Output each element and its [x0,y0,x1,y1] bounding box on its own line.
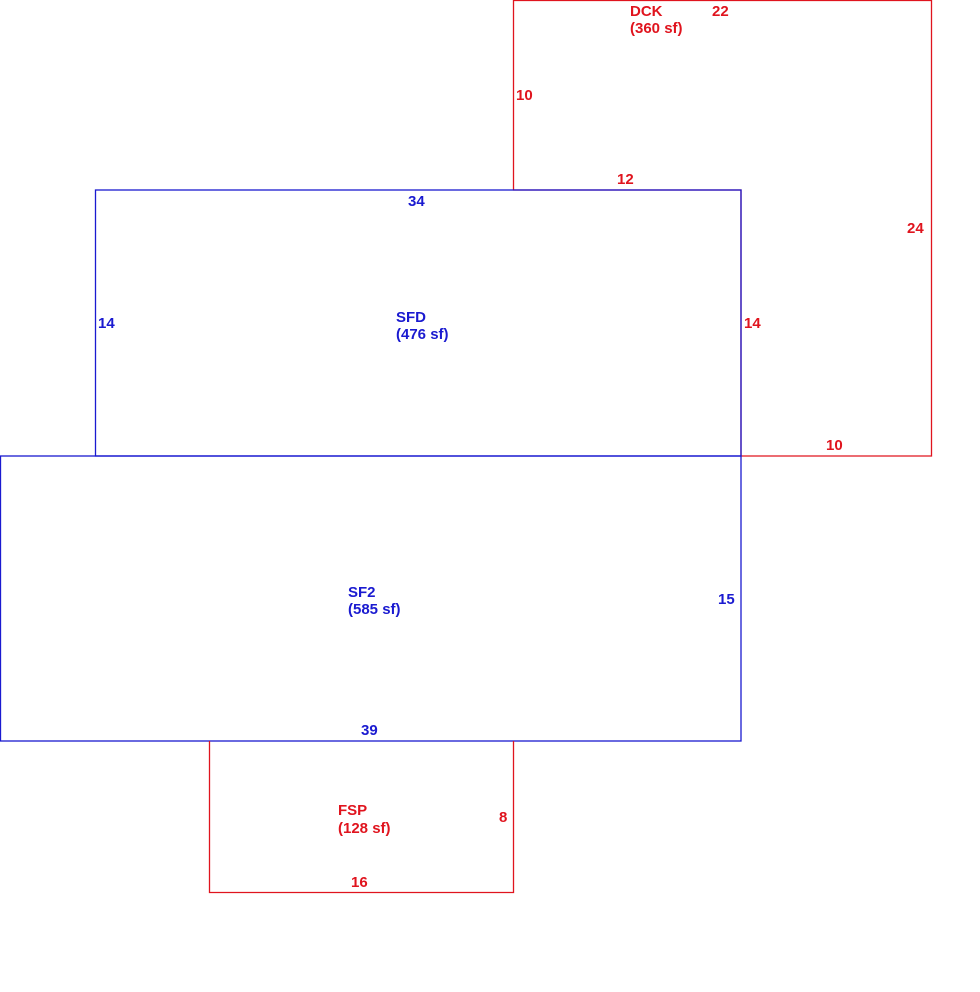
sfd-left-dimension: 14 [98,315,115,332]
dck-left-dimension: 10 [516,87,533,104]
fsp-right-dimension: 8 [499,809,507,826]
fsp-code-label: FSP [338,802,367,819]
sfd-code-label: SFD [396,309,426,326]
dck-outline [512,0,933,457]
dck-code-label: DCK [630,3,663,20]
sf2-bottom-dimension: 39 [361,722,378,739]
fsp-bottom-dimension: 16 [351,874,368,891]
fsp-area-label: (128 sf) [338,820,391,837]
sfd-area-label: (476 sf) [396,326,449,343]
fsp-outline [208,741,515,894]
sfd-top-dimension: 34 [408,193,425,210]
sf2-area-label: (585 sf) [348,601,401,618]
sf2-right-dimension: 15 [718,591,735,608]
sf2-code-label: SF2 [348,584,376,601]
dck-area-label: (360 sf) [630,20,683,37]
dck-top-dimension: 22 [712,3,729,20]
dck-right-dimension: 24 [907,220,924,237]
dck-bottom-dimension: 10 [826,437,843,454]
sf2-outline [0,455,742,742]
dck-inner-side-dimension: 14 [744,315,761,332]
dck-inner-bottom-dimension: 12 [617,171,634,188]
